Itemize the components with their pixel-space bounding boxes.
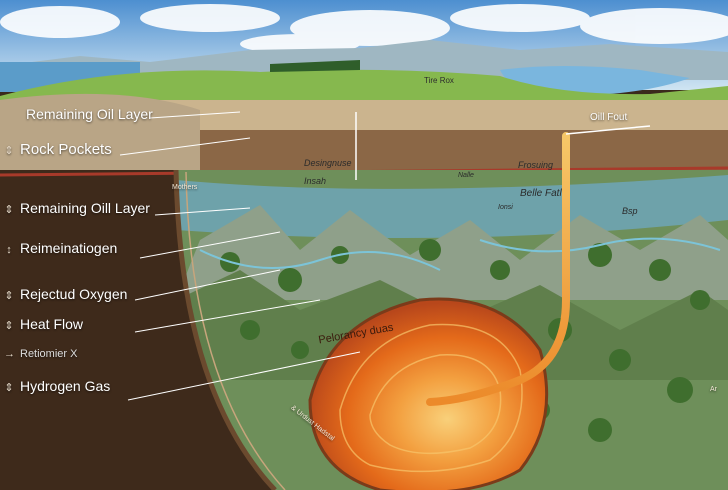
label-text: Remaining Oil Layer — [26, 106, 153, 122]
label-text: Retiomier X — [20, 348, 78, 360]
arrow-right-icon: → — [4, 348, 15, 360]
arrow-icon: ⇕ — [4, 204, 14, 216]
label-hydrogen-gas: ⇕ Hydrogen Gas — [4, 378, 110, 394]
arrow-icon: ⇕ — [4, 145, 14, 157]
rock-ridge-1 — [176, 205, 728, 300]
annotation-tire-rox: Tire Rox — [424, 76, 454, 85]
bowl-rim-inner — [185, 171, 286, 490]
streams — [199, 237, 721, 271]
label-rejected-oxygen: ⇕ Rejectud Oxygen — [4, 286, 127, 302]
annotation-nalle: Nalle — [458, 172, 474, 179]
label-text: Remaining Oill Layer — [20, 200, 150, 216]
oil-fout-arrow — [565, 125, 651, 135]
annotation-bsp: Bsp — [622, 206, 638, 216]
label-remaining-oil-layer-top: Remaining Oil Layer — [26, 106, 153, 122]
forest-strip — [270, 60, 360, 72]
label-remaining-oil-layer: ⇕ Remaining Oill Layer — [4, 200, 150, 216]
label-text: Hydrogen Gas — [20, 378, 111, 394]
annotation-frosuing: Frosuing — [518, 160, 554, 170]
label-text: Rock Pockets — [20, 141, 112, 158]
label-heat-flow: ⇕ Heat Flow — [4, 316, 83, 332]
arrow-icon: ↕ — [6, 244, 12, 256]
magma-rings — [339, 323, 523, 473]
arrow-icon: ⇕ — [4, 382, 14, 394]
annotation-belle-fatl: Belle Fatl — [520, 188, 562, 199]
label-retiomier-x: → Retiomier X — [4, 348, 77, 360]
label-rock-pockets: ⇕ Rock Pockets — [4, 141, 112, 158]
annotation-ionsi: Ionsi — [498, 204, 513, 211]
annotation-oil-fout: Oill Fout — [590, 112, 628, 123]
annotation-mothers: Mothers — [172, 184, 198, 191]
well-pipe — [426, 132, 570, 406]
bowl-rim — [173, 169, 277, 490]
label-reimeinatiogen: ↕ Reimeinatiogen — [4, 240, 117, 256]
annotation-insah: Insah — [304, 176, 327, 186]
arrow-icon: ⇕ — [4, 290, 14, 302]
magma-chamber — [308, 297, 549, 490]
label-text: Heat Flow — [20, 316, 84, 332]
label-text: Rejectud Oxygen — [20, 286, 128, 302]
arrow-icon: ⇕ — [4, 320, 14, 332]
leader-lines — [119, 111, 361, 401]
annotation-ar: Ar — [710, 386, 717, 393]
label-text: Reimeinatiogen — [20, 240, 118, 256]
annotation-desingnuse: Desingnuse — [304, 158, 352, 168]
